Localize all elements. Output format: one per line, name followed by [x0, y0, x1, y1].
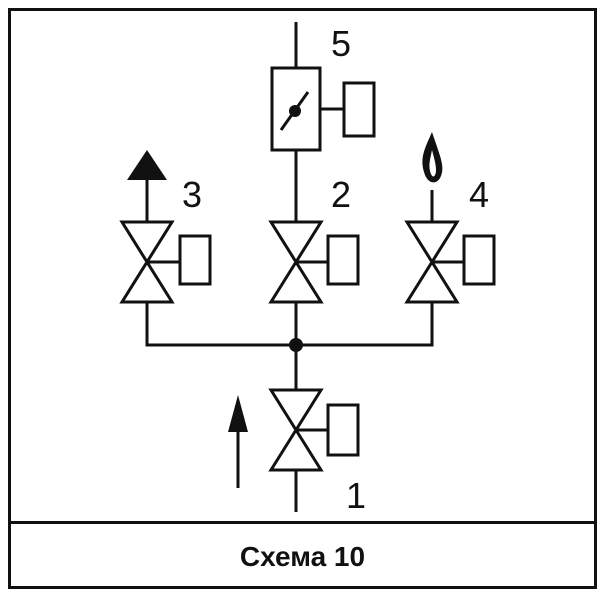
label-valve-right: 4 — [469, 174, 489, 215]
valve-center-actuator — [326, 234, 360, 286]
valve-inlet-actuator — [326, 403, 360, 457]
pipe-header — [145, 302, 434, 347]
junction-dot — [289, 338, 303, 352]
label-regulator: 5 — [331, 23, 351, 64]
label-valve-center: 2 — [331, 174, 351, 215]
regulator-pivot — [289, 105, 301, 117]
label-valve-left: 3 — [182, 174, 202, 215]
label-valve-inlet: 1 — [346, 475, 366, 516]
piping-schema: 5 3 2 4 1 — [119, 22, 496, 516]
caption-divider — [8, 521, 597, 524]
diagram-caption: Схема 10 — [239, 540, 366, 572]
valve-left-actuator — [178, 234, 212, 286]
valve-right-body — [404, 220, 460, 304]
diagram-frame — [8, 8, 597, 589]
arrow-up-icon — [228, 395, 248, 432]
regulator-actuator — [342, 81, 376, 138]
valve-inlet-body — [268, 388, 324, 472]
valve-center-body — [268, 220, 324, 304]
valve-right-actuator — [462, 234, 496, 286]
flame-icon — [422, 132, 443, 183]
arrow-up-filled-icon — [127, 150, 167, 180]
valve-left-body — [119, 220, 175, 304]
